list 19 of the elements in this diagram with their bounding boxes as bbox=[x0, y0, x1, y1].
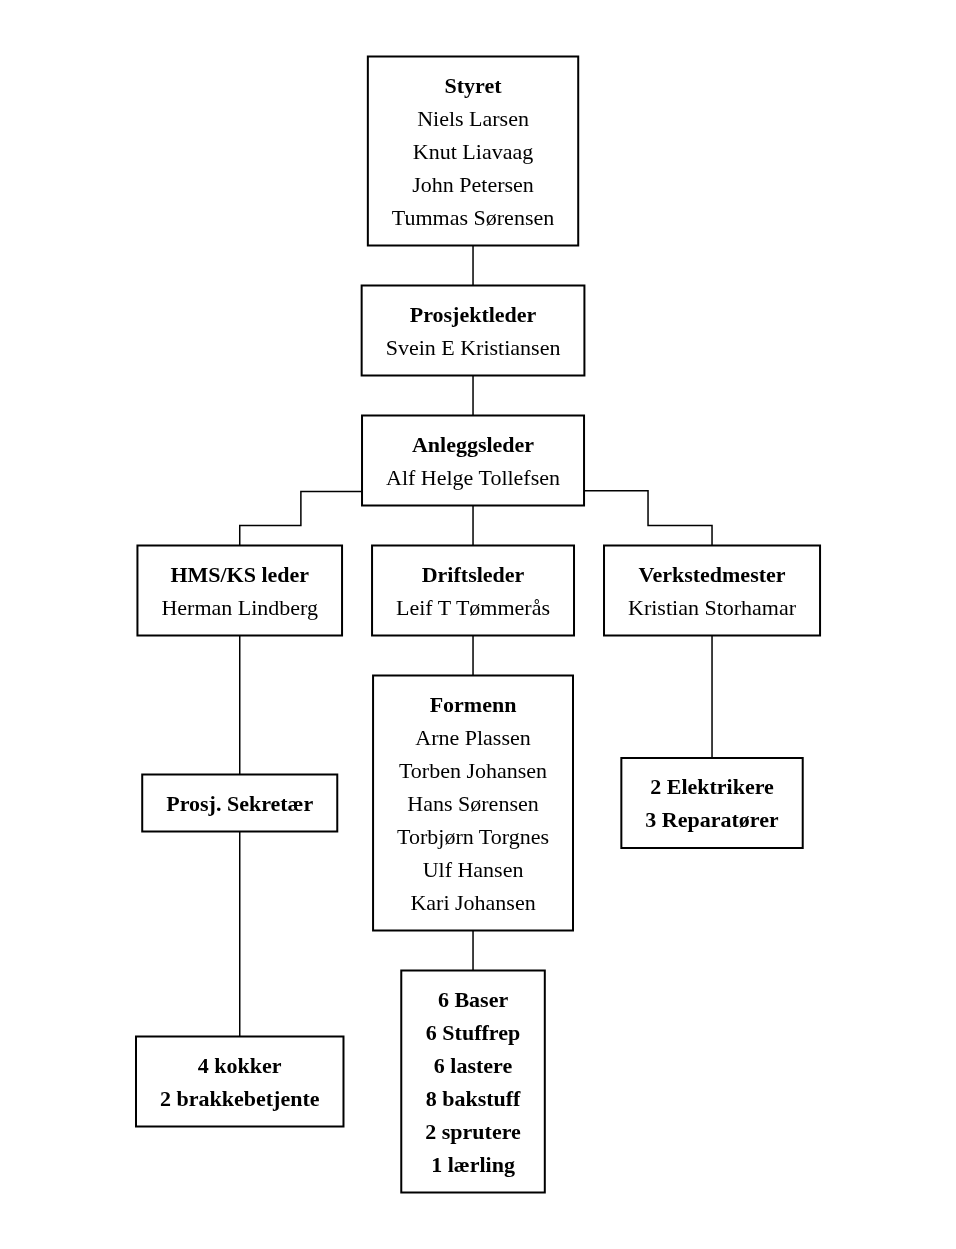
connector bbox=[472, 244, 474, 287]
node-box: HMS/KS leder Herman Lindberg bbox=[136, 544, 343, 637]
connector bbox=[472, 929, 474, 972]
node-box: 4 kokker 2 brakkebetjente bbox=[134, 1035, 345, 1128]
connector bbox=[472, 634, 474, 677]
connector bbox=[472, 504, 474, 547]
node-box: 6 Baser 6 Stuffrep 6 lastere 8 bakstuff 2 sprutere 1 lærling bbox=[400, 969, 546, 1194]
node-box: Prosj. Sekretær bbox=[141, 773, 339, 833]
node-box: 2 Elektrikere 3 Reparatører bbox=[620, 757, 804, 849]
connector bbox=[711, 634, 713, 759]
node-box: Verkstedmester Kristian Storhamar bbox=[603, 544, 821, 637]
connector bbox=[238, 634, 241, 776]
node-box: Prosjektleder Svein E Kristiansen bbox=[360, 284, 586, 377]
node-box: Anleggsleder Alf Helge Tollefsen bbox=[361, 414, 585, 507]
connector bbox=[238, 830, 241, 1038]
node-box: Styret Niels Larsen Knut Liavaag John Petersen Tummas Sørensen bbox=[366, 55, 580, 247]
node-box: Formenn Arne Plassen Torben Johansen Hans Sørensen Torbjørn Torgnes Ulf Hansen Kari Johansen bbox=[372, 674, 574, 932]
node-box: Driftsleder Leif T Tømmerås bbox=[371, 544, 575, 637]
connector bbox=[472, 374, 474, 417]
